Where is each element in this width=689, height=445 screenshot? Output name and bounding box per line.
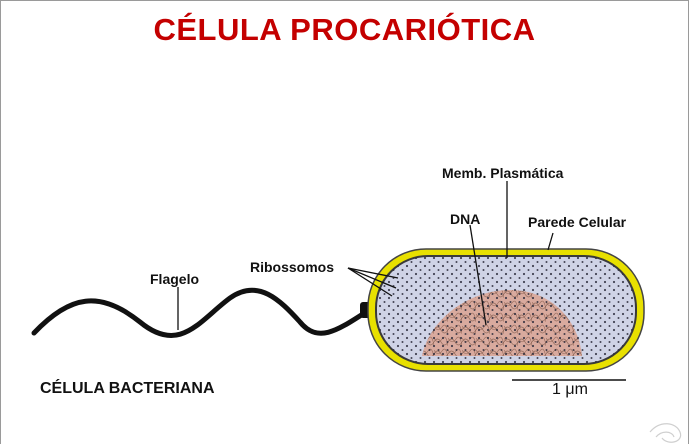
- label-ribosomes: Ribossomos: [250, 259, 335, 275]
- dna-leader: [469, 224, 487, 326]
- ribosome-leader-2: [347, 267, 397, 289]
- label-dna: DNA: [450, 211, 481, 227]
- watermark-logo: [649, 423, 682, 443]
- page-title: CÉLULA PROCARIÓTICA: [153, 12, 536, 47]
- label-cell-wall: Parede Celular: [528, 214, 627, 230]
- label-flagellum: Flagelo: [150, 271, 200, 287]
- scale-label: 1 μm: [552, 381, 588, 398]
- diagram-caption: CÉLULA BACTERIANA: [40, 380, 215, 397]
- label-membrane: Memb. Plasmática: [442, 165, 564, 181]
- ribosome-leader-1: [347, 267, 399, 279]
- flagellum: [31, 287, 369, 338]
- ribosome-leader-3: [347, 267, 393, 297]
- ribosomes: [376, 256, 636, 364]
- wall-leader: [547, 232, 554, 251]
